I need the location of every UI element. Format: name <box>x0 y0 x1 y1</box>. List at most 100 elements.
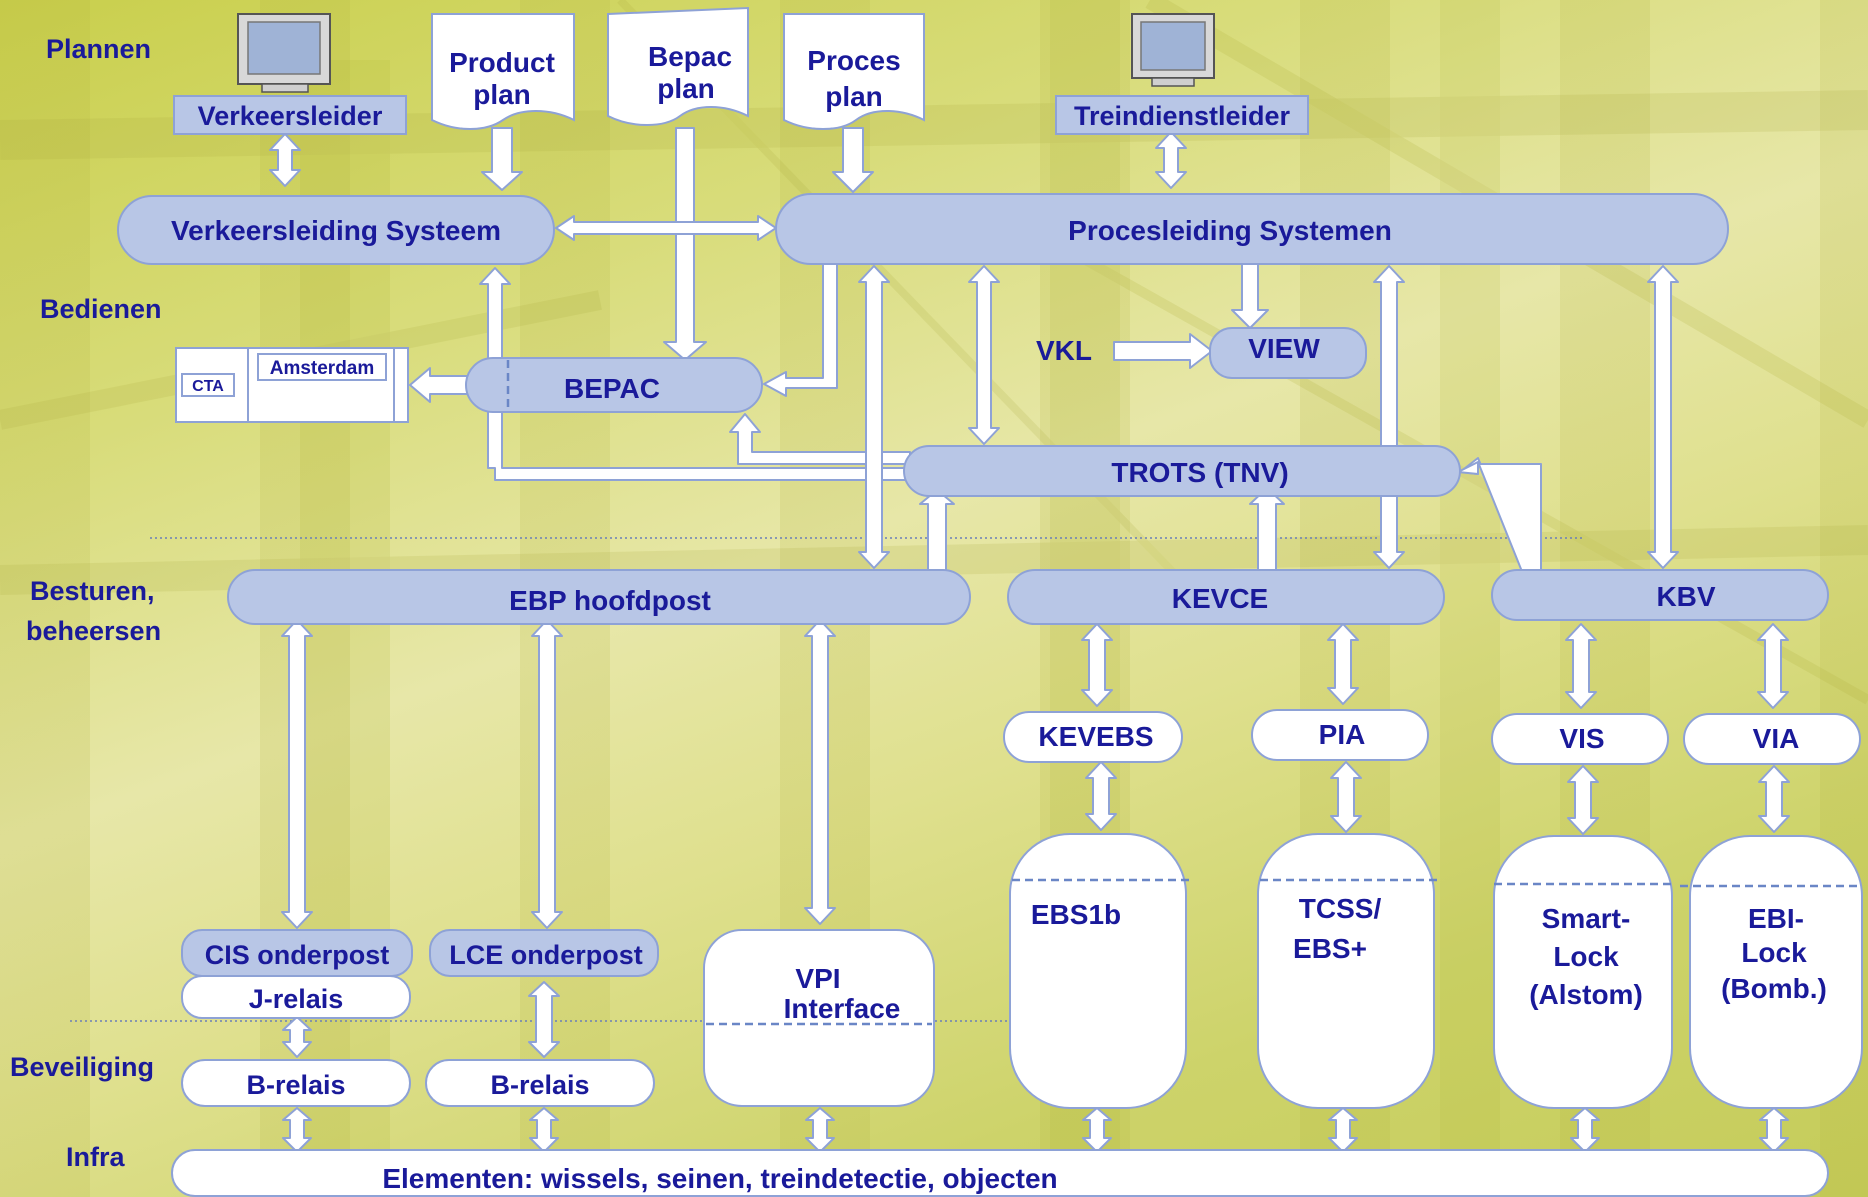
vis-box <box>1491 713 1669 765</box>
double-arrow <box>1082 1107 1112 1153</box>
double-arrow <box>281 619 313 929</box>
vis-label: VIS <box>1559 723 1604 754</box>
ebi-lock-label-1: EBI- <box>1748 903 1804 934</box>
product-plan-label-1: Product <box>449 47 555 78</box>
level-beveiliging: Beveiliging <box>10 1052 154 1082</box>
vpi-label-1: VPI <box>795 963 840 994</box>
product-plan-label-2: plan <box>473 79 531 110</box>
proces-plan-document <box>783 13 925 130</box>
smart-lock-label-3: (Alstom) <box>1529 979 1643 1010</box>
b-relais-label-1: B-relais <box>246 1070 345 1100</box>
connector-arrow <box>729 413 911 465</box>
view-label: VIEW <box>1248 333 1320 364</box>
ebs1b-label: EBS1b <box>1031 899 1121 930</box>
double-arrow <box>282 1107 312 1153</box>
kbv-box <box>1491 569 1829 621</box>
ebi-lock-label-3: (Bomb.) <box>1721 973 1827 1004</box>
verkeersleider-box <box>173 95 407 135</box>
amsterdam-box <box>257 353 387 381</box>
smart-lock-label-2: Lock <box>1553 941 1619 972</box>
lce-onderpost-box <box>429 929 659 977</box>
smart-lock-box <box>1493 835 1673 1109</box>
j-relais-box <box>181 975 411 1019</box>
double-arrow <box>1570 1107 1600 1153</box>
ebs1b-box <box>1009 833 1187 1109</box>
double-arrow <box>968 265 1000 445</box>
bepac-label: BEPAC <box>564 373 660 404</box>
kevce-box <box>1007 569 1445 625</box>
double-arrow <box>1373 265 1405 569</box>
vkl-label: VKL <box>1036 335 1092 366</box>
ebp-hoofdpost-label: EBP hoofdpost <box>509 585 711 616</box>
kevebs-box <box>1003 711 1183 763</box>
computer-icon <box>1131 13 1215 87</box>
vpi-interface-box <box>703 929 935 1107</box>
down-arrow <box>1231 263 1269 329</box>
double-arrow <box>528 981 560 1058</box>
lce-onderpost-label: LCE onderpost <box>449 940 643 970</box>
cta-box <box>181 373 235 397</box>
bepac-plan-document <box>607 6 749 126</box>
smart-lock-label-1: Smart- <box>1542 903 1631 934</box>
double-arrow <box>282 1016 312 1058</box>
treindienstleider-label: Treindienstleider <box>1074 101 1291 131</box>
elementen-label: Elementen: wissels, seinen, treindetecti… <box>382 1163 1057 1194</box>
ebi-lock-box <box>1689 835 1863 1109</box>
connector-arrow <box>479 267 911 481</box>
tcss-ebs-box <box>1257 833 1435 1109</box>
up-arrow <box>1249 487 1285 571</box>
kevebs-label: KEVEBS <box>1038 721 1153 752</box>
j-relais-label: J-relais <box>249 984 344 1014</box>
up-arrow <box>919 489 955 573</box>
double-arrow <box>1647 265 1679 569</box>
verkeersleiding-systeem-label: Verkeersleiding Systeem <box>171 215 501 246</box>
level-besturen: Besturen, <box>30 576 155 606</box>
b-relais-label-2: B-relais <box>490 1070 589 1100</box>
level-plannen: Plannen <box>46 34 151 64</box>
b-relais-box <box>181 1059 411 1107</box>
connector-arrow <box>1457 461 1542 575</box>
treindienstleider-box <box>1055 95 1309 135</box>
verkeersleiding-systeem-box <box>117 195 555 265</box>
amsterdam-label: Amsterdam <box>270 358 375 379</box>
ebp-hoofdpost-box <box>227 569 971 625</box>
double-arrow <box>1155 131 1187 189</box>
double-arrow <box>1085 761 1117 831</box>
down-arrow <box>481 127 523 191</box>
trots-box <box>903 445 1461 497</box>
ebi-lock-label-2: Lock <box>1741 937 1807 968</box>
double-arrow <box>1758 765 1790 833</box>
double-arrow <box>1081 623 1113 707</box>
tcss-label-1: TCSS/ <box>1299 893 1382 924</box>
product-plan-document <box>431 13 575 130</box>
double-arrow <box>1565 623 1597 709</box>
level-infra: Infra <box>66 1142 125 1172</box>
bepac-plan-label-1: Bepac <box>648 41 732 72</box>
tcss-label-2: EBS+ <box>1293 933 1367 964</box>
bepac-plan-label-2: plan <box>657 73 715 104</box>
bepac-box <box>465 357 763 413</box>
double-arrow <box>804 619 836 925</box>
right-arrow <box>1113 333 1213 369</box>
double-arrow <box>531 619 563 929</box>
b-relais-box <box>425 1059 655 1107</box>
computer-icon <box>237 13 331 93</box>
double-arrow-horizontal <box>555 215 777 241</box>
double-arrow <box>1757 623 1789 709</box>
level-bedienen: Bedienen <box>40 294 162 324</box>
kevce-label: KEVCE <box>1172 583 1268 614</box>
level-beheersen: beheersen <box>26 616 161 646</box>
proces-plan-label-2: plan <box>825 81 883 112</box>
cta-label: CTA <box>192 378 224 395</box>
procesleiding-systemen-label: Procesleiding Systemen <box>1068 215 1392 246</box>
left-arrow <box>409 367 471 403</box>
pia-box <box>1251 709 1429 761</box>
double-arrow <box>1330 761 1362 833</box>
kbv-label: KBV <box>1656 581 1715 612</box>
double-arrow <box>858 265 890 569</box>
double-arrow <box>1567 765 1599 835</box>
double-arrow <box>805 1107 835 1153</box>
double-arrow <box>1327 623 1359 705</box>
double-arrow <box>529 1107 559 1153</box>
via-label: VIA <box>1753 723 1800 754</box>
